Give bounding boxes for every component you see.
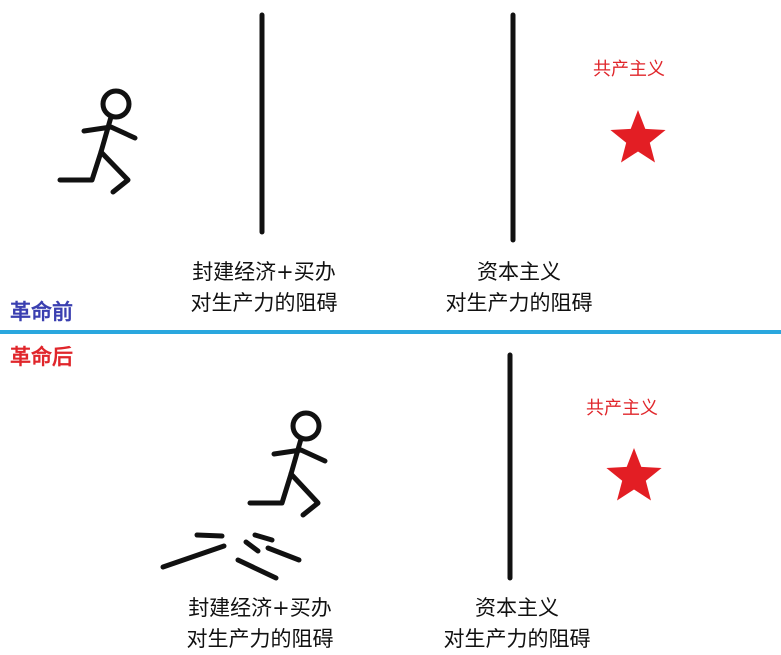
feudal-caption-top: 封建经济+买办 对生产力的阻碍	[168, 257, 360, 319]
before-revolution-label: 革命前	[10, 300, 73, 324]
feudal-caption-line1: 封建经济+买办	[192, 260, 336, 284]
broken-barrier-rubble	[160, 532, 302, 581]
after-revolution-label: 革命后	[10, 345, 73, 369]
capitalism-caption-line2: 对生产力的阻碍	[445, 291, 593, 315]
feudal-caption-line1-bottom: 封建经济+买办	[188, 596, 332, 620]
red-star-icon-bottom	[606, 448, 662, 501]
capitalism-caption-top: 资本主义 对生产力的阻碍	[423, 257, 615, 319]
capitalism-caption-line1: 资本主义	[477, 260, 561, 284]
feudal-caption-line2-bottom: 对生产力的阻碍	[186, 627, 334, 651]
feudal-caption-line2: 对生产力的阻碍	[190, 291, 338, 315]
capitalism-caption-line2-bottom: 对生产力的阻碍	[443, 627, 591, 651]
capitalism-caption-line1-bottom: 资本主义	[475, 596, 559, 620]
capitalism-caption-bottom: 资本主义 对生产力的阻碍	[421, 593, 613, 655]
red-star-icon-top	[610, 110, 666, 163]
runner-icon-before	[57, 88, 138, 195]
communism-label-top: 共产主义	[593, 59, 665, 80]
feudal-caption-bottom: 封建经济+买办 对生产力的阻碍	[164, 593, 356, 655]
communism-label-bottom: 共产主义	[586, 398, 658, 419]
runner-icon-after	[247, 410, 328, 518]
